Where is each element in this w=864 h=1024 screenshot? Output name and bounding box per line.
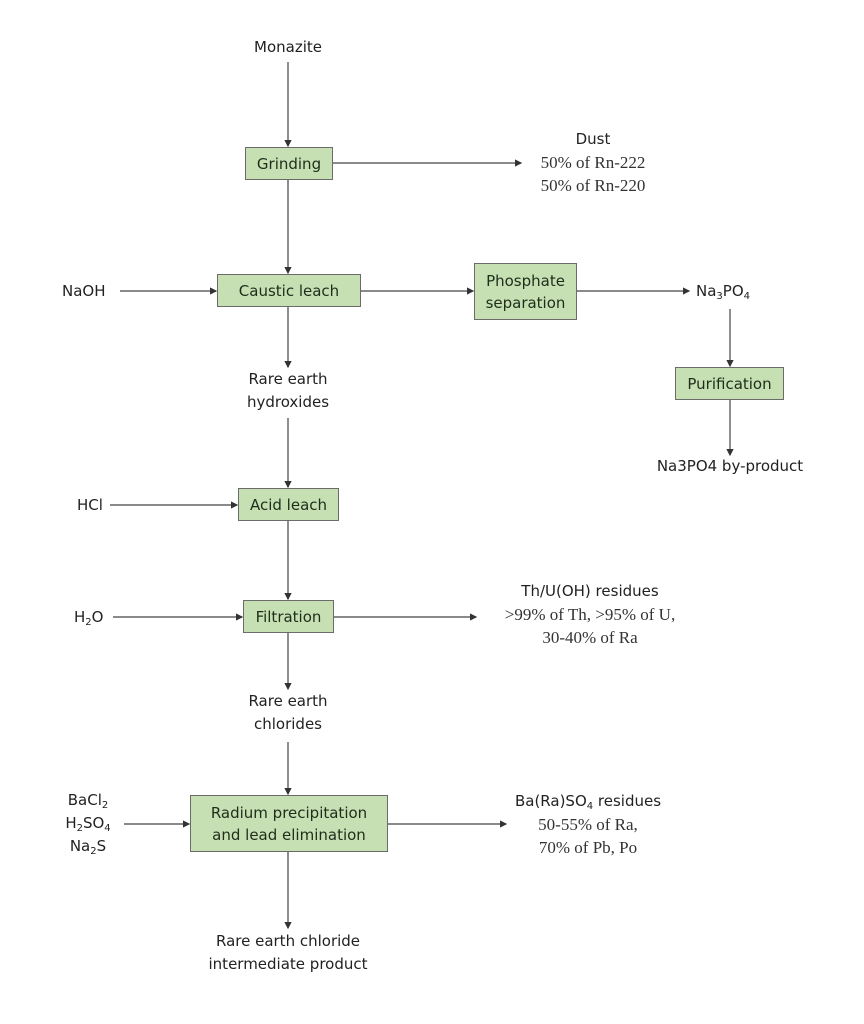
output-th-u-residues: Th/U(OH) residues >99% of Th, >95% of U,… (505, 580, 675, 649)
process-box-caustic-leach: Caustic leach (217, 274, 361, 307)
output-detail: 30-40% of Ra (542, 628, 638, 647)
intermediate-rare-earth-chlorides: Rare earth chlorides (248, 692, 328, 733)
input-h2o: H2O (74, 608, 104, 628)
output-dust: Dust 50% of Rn-222 50% of Rn-220 (541, 128, 646, 197)
process-label: Radium precipitation (210, 803, 368, 822)
process-label: Grinding (256, 154, 322, 173)
process-label: separation (485, 293, 566, 312)
process-label: Purification (687, 374, 772, 393)
output-detail: >99% of Th, >95% of U, (504, 605, 676, 624)
input-naoh: NaOH (62, 282, 106, 300)
process-box-grinding: Grinding (245, 147, 333, 180)
output-detail: 50% of Rn-220 (540, 176, 646, 195)
process-box-acid-leach: Acid leach (238, 488, 339, 521)
output-final-product: Rare earth chloride intermediate product (208, 932, 368, 973)
input-radium-reagents: BaCl2 H2SO4 Na2S (65, 789, 110, 858)
intermediate-rare-earth-hydroxides: Rare earth hydroxides (246, 370, 330, 411)
reagent-bacl2: BaCl2 (67, 791, 109, 811)
process-label: Filtration (255, 607, 322, 626)
process-box-purification: Purification (675, 367, 784, 400)
output-detail: 50% of Rn-222 (540, 153, 646, 172)
output-title: Ba(Ra)SO4 residues (514, 792, 662, 812)
process-label: Acid leach (249, 495, 328, 514)
output-ba-ra-so4-residues: Ba(Ra)SO4 residues 50-55% of Ra, 70% of … (515, 790, 661, 859)
feed-monazite-label: Monazite (254, 38, 322, 56)
process-label: Caustic leach (238, 281, 340, 300)
process-box-phosphate-separation: Phosphate separation (474, 263, 577, 320)
output-na3po4-byproduct: Na3PO4 by-product (656, 457, 804, 475)
process-label: and lead elimination (212, 825, 366, 844)
process-box-radium-precipitation: Radium precipitation and lead eliminatio… (190, 795, 388, 852)
output-detail: 50-55% of Ra, (538, 815, 638, 834)
process-box-filtration: Filtration (243, 600, 334, 633)
reagent-na2s: Na2S (69, 837, 107, 857)
input-hcl: HCl (77, 496, 103, 514)
output-title: Dust (575, 130, 611, 148)
output-title: Th/U(OH) residues (521, 582, 659, 600)
output-detail: 70% of Pb, Po (538, 838, 638, 857)
intermediate-na3po4: Na3PO4 (696, 282, 751, 302)
process-label: Phosphate (486, 271, 565, 290)
reagent-h2so4: H2SO4 (65, 814, 111, 834)
